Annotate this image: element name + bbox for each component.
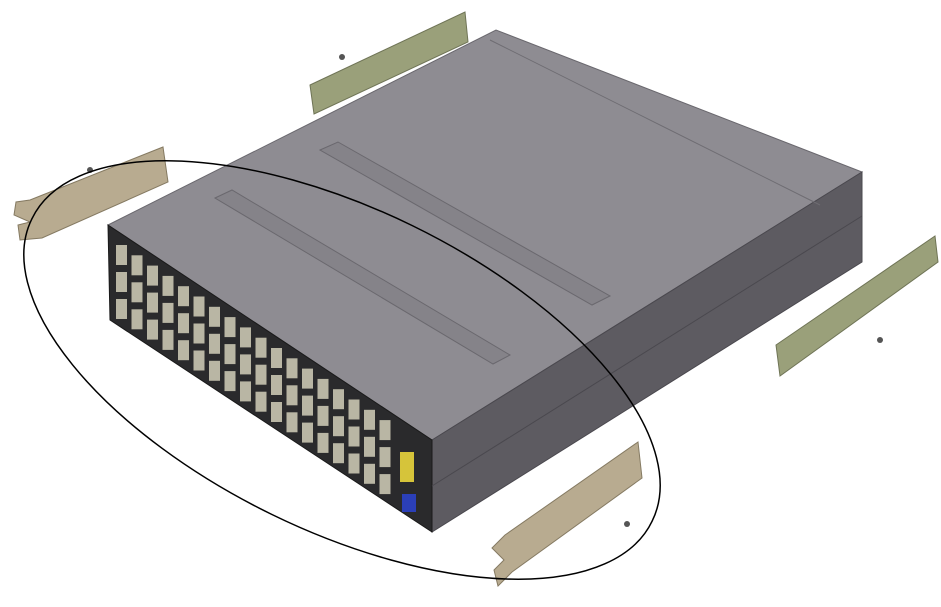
port bbox=[286, 358, 298, 379]
front-left-bracket bbox=[13, 146, 169, 241]
port bbox=[178, 286, 189, 307]
port bbox=[240, 354, 251, 375]
port bbox=[271, 348, 282, 368]
port bbox=[286, 412, 298, 433]
front-right-bracket bbox=[491, 441, 643, 587]
port bbox=[255, 337, 267, 358]
port bbox=[317, 378, 329, 399]
port bbox=[317, 405, 329, 426]
port bbox=[147, 292, 158, 313]
port bbox=[131, 255, 143, 276]
screw-icon bbox=[339, 54, 345, 60]
chassis-side-seam bbox=[431, 215, 863, 487]
port bbox=[364, 409, 375, 430]
port bbox=[209, 360, 220, 381]
port bbox=[224, 344, 236, 365]
status-indicator-yellow bbox=[400, 452, 414, 482]
port bbox=[162, 275, 174, 296]
rear-right-bracket bbox=[775, 235, 939, 377]
port bbox=[302, 395, 313, 416]
port bbox=[255, 364, 267, 385]
status-indicator-blue bbox=[402, 494, 416, 512]
port bbox=[379, 420, 391, 441]
port bbox=[209, 333, 220, 354]
port bbox=[302, 422, 313, 443]
port bbox=[379, 447, 391, 468]
port bbox=[240, 327, 251, 348]
port bbox=[193, 323, 205, 344]
port bbox=[271, 402, 282, 422]
screw-icon bbox=[624, 521, 630, 527]
port bbox=[333, 443, 344, 464]
callout-ellipse bbox=[23, 160, 661, 580]
port bbox=[162, 329, 174, 350]
port bbox=[286, 385, 298, 406]
port bbox=[209, 306, 220, 327]
screw-icon bbox=[877, 337, 883, 343]
port bbox=[348, 426, 360, 447]
port bbox=[224, 317, 236, 338]
port bbox=[364, 463, 375, 484]
port bbox=[348, 453, 360, 474]
port bbox=[333, 416, 344, 437]
port bbox=[240, 381, 251, 402]
port bbox=[178, 313, 189, 334]
port bbox=[348, 399, 360, 420]
port bbox=[333, 389, 344, 410]
port bbox=[147, 319, 158, 340]
port bbox=[116, 299, 127, 319]
port-array bbox=[116, 245, 391, 495]
port bbox=[147, 265, 158, 286]
port bbox=[116, 272, 127, 292]
switch-chassis bbox=[107, 29, 864, 533]
port bbox=[364, 436, 375, 457]
top-vent-slot bbox=[318, 141, 612, 306]
port bbox=[255, 391, 267, 412]
port bbox=[302, 368, 313, 389]
port bbox=[178, 340, 189, 361]
port bbox=[271, 375, 282, 395]
port bbox=[116, 245, 127, 265]
chassis-seam bbox=[489, 39, 821, 206]
port bbox=[317, 432, 329, 453]
port bbox=[379, 474, 391, 495]
port bbox=[131, 309, 143, 330]
port bbox=[131, 282, 143, 303]
rear-left-bracket bbox=[309, 11, 469, 115]
port bbox=[193, 350, 205, 371]
port bbox=[193, 296, 205, 317]
top-vent-slot bbox=[213, 189, 512, 365]
port bbox=[224, 371, 236, 392]
port bbox=[162, 302, 174, 323]
